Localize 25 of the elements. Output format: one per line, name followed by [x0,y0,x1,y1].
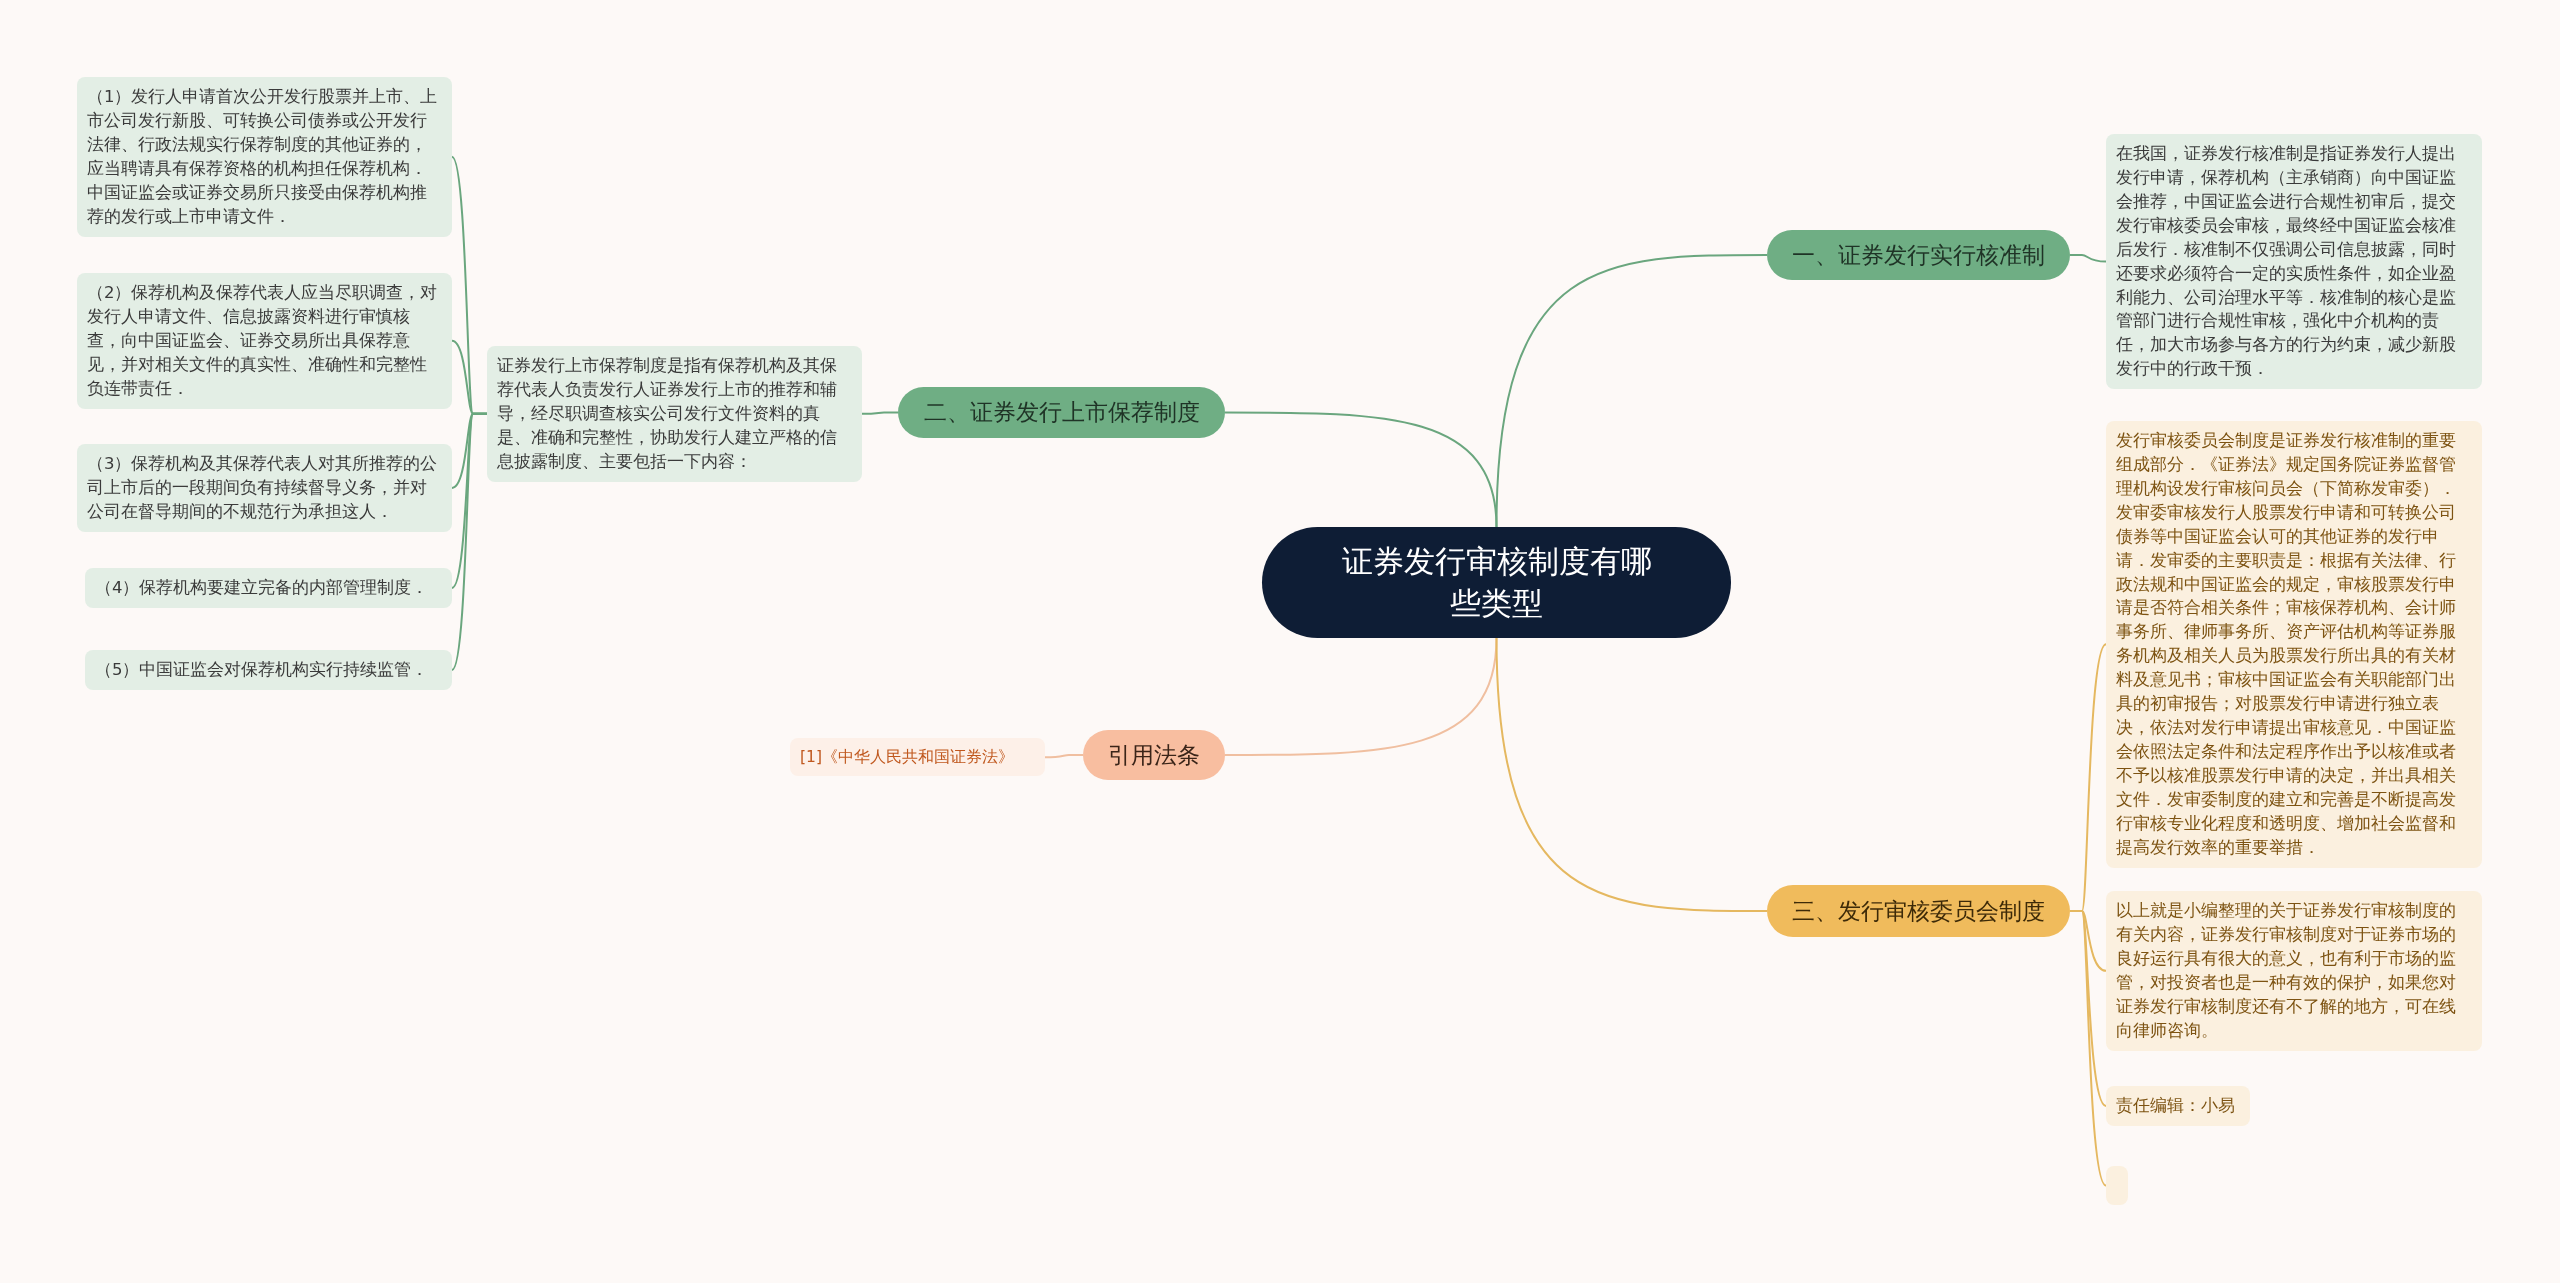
connector-line [2069,910,2107,1187]
connector-line [1224,411,1498,528]
connector-line [451,412,488,671]
note-box: 责任编辑：小易 [2106,1086,2250,1126]
empty-box [2106,1166,2128,1205]
note-box: 证券发行上市保荐制度是指有保荐机构及其保荐代表人负责发行人证券发行上市的推荐和辅导，经尽职调查核实公司发行文件资料的真是、准确和完整性，协助发行人建立严格的信息披露制度、主要包括一下内容： [487,346,862,482]
connector-line [2069,254,2107,263]
branch-topic: 引用法条 [1083,730,1225,780]
connector-line [861,411,899,415]
note-box: （2）保荐机构及保荐代表人应当尽职调查，对发行人申请文件、信息披露资料进行审慎核查，向中国证监会、证券交易所出具保荐意见，并对相关文件的真实性、准确性和完整性负连带责任． [77,273,452,409]
note-box: 发行审核委员会制度是证券发行核准制的重要组成部分．《证券法》规定国务院证券监督管理机构设发行审核问员会（下简称发审委）．发审委审核发行人股票发行申请和可转换公司债券等中国证监会认可的其他证券的发行申请．发审委的主要职责是：根据有关法律、行政法规和中国证监会的规定，审核股票发行申请是否符合相关条件；审核保荐机构、会计师事务所、律师事务所、资产评估机构等证券服务机构及相关人员为股票发行所出具的有关材料及意见书；审核中国证监会有关职能部门出具的初审报告；对股票发行申请进行独立表决，依法对发行申请提出审核意见．中国证监会依照法定条件和法定程序作出予以核准或者不予以核准股票发行申请的决定，并出具相关文件．发审委制度的建立和完善是不断提高发行审核专业化程度和透明度、增加社会监督和提高发行效率的重要举措． [2106,421,2482,868]
note-box: 在我国，证券发行核准制是指证券发行人提出发行申请，保荐机构（主承销商）向中国证监会推荐，中国证监会进行合规性初审后，提交发行审核委员会审核，最终经中国证监会核准后发行．核准制不仅强调公司信息披露，同时还要求必须符合一定的实质性条件，如企业盈利能力、公司治理水平等．核准制的核心是监管部门进行合规性审核，强化中介机构的责任，加大市场参与各方的行为约束，减少新股发行中的行政干预． [2106,134,2482,390]
note-box: 以上就是小编整理的关于证券发行审核制度的有关内容，证券发行审核制度对于证券市场的良好运行具有很大的意义，也有利于市场的监管，对投资者也是一种有效的保护，如果您对证券发行审核制度还有不了解的地方，可在线向律师咨询。 [2106,891,2482,1051]
branch-topic: 一、证券发行实行核准制 [1767,230,2070,280]
central-topic: 证券发行审核制度有哪些类型 [1262,527,1731,638]
note-box: （4）保荐机构要建立完备的内部管理制度． [85,568,452,608]
note-box: （5）中国证监会对保荐机构实行持续监管． [85,650,452,690]
branch-topic: 二、证券发行上市保荐制度 [898,387,1225,438]
connector-line [1044,754,1084,759]
note-box: （1）发行人申请首次公开发行股票并上市、上市公司发行新股、可转换公司债券或公开发行法律、行政法规实行保荐制度的其他证券的，应当聘请具有保荐资格的机构担任保荐机构．中国证监会或证券交易所只接受由保荐机构推荐的发行或上市申请文件． [77,77,452,237]
branch-topic: 三、发行审核委员会制度 [1767,885,2070,937]
connector-line [1224,637,1498,756]
connector-line [1495,637,1768,912]
note-box: （3）保荐机构及其保荐代表人对其所推荐的公司上市后的一段期间负有持续督导义务，并对公司在督导期间的不规范行为承担这人． [77,444,452,532]
note-box: [1]《中华人民共和国证券法》 [790,738,1045,777]
